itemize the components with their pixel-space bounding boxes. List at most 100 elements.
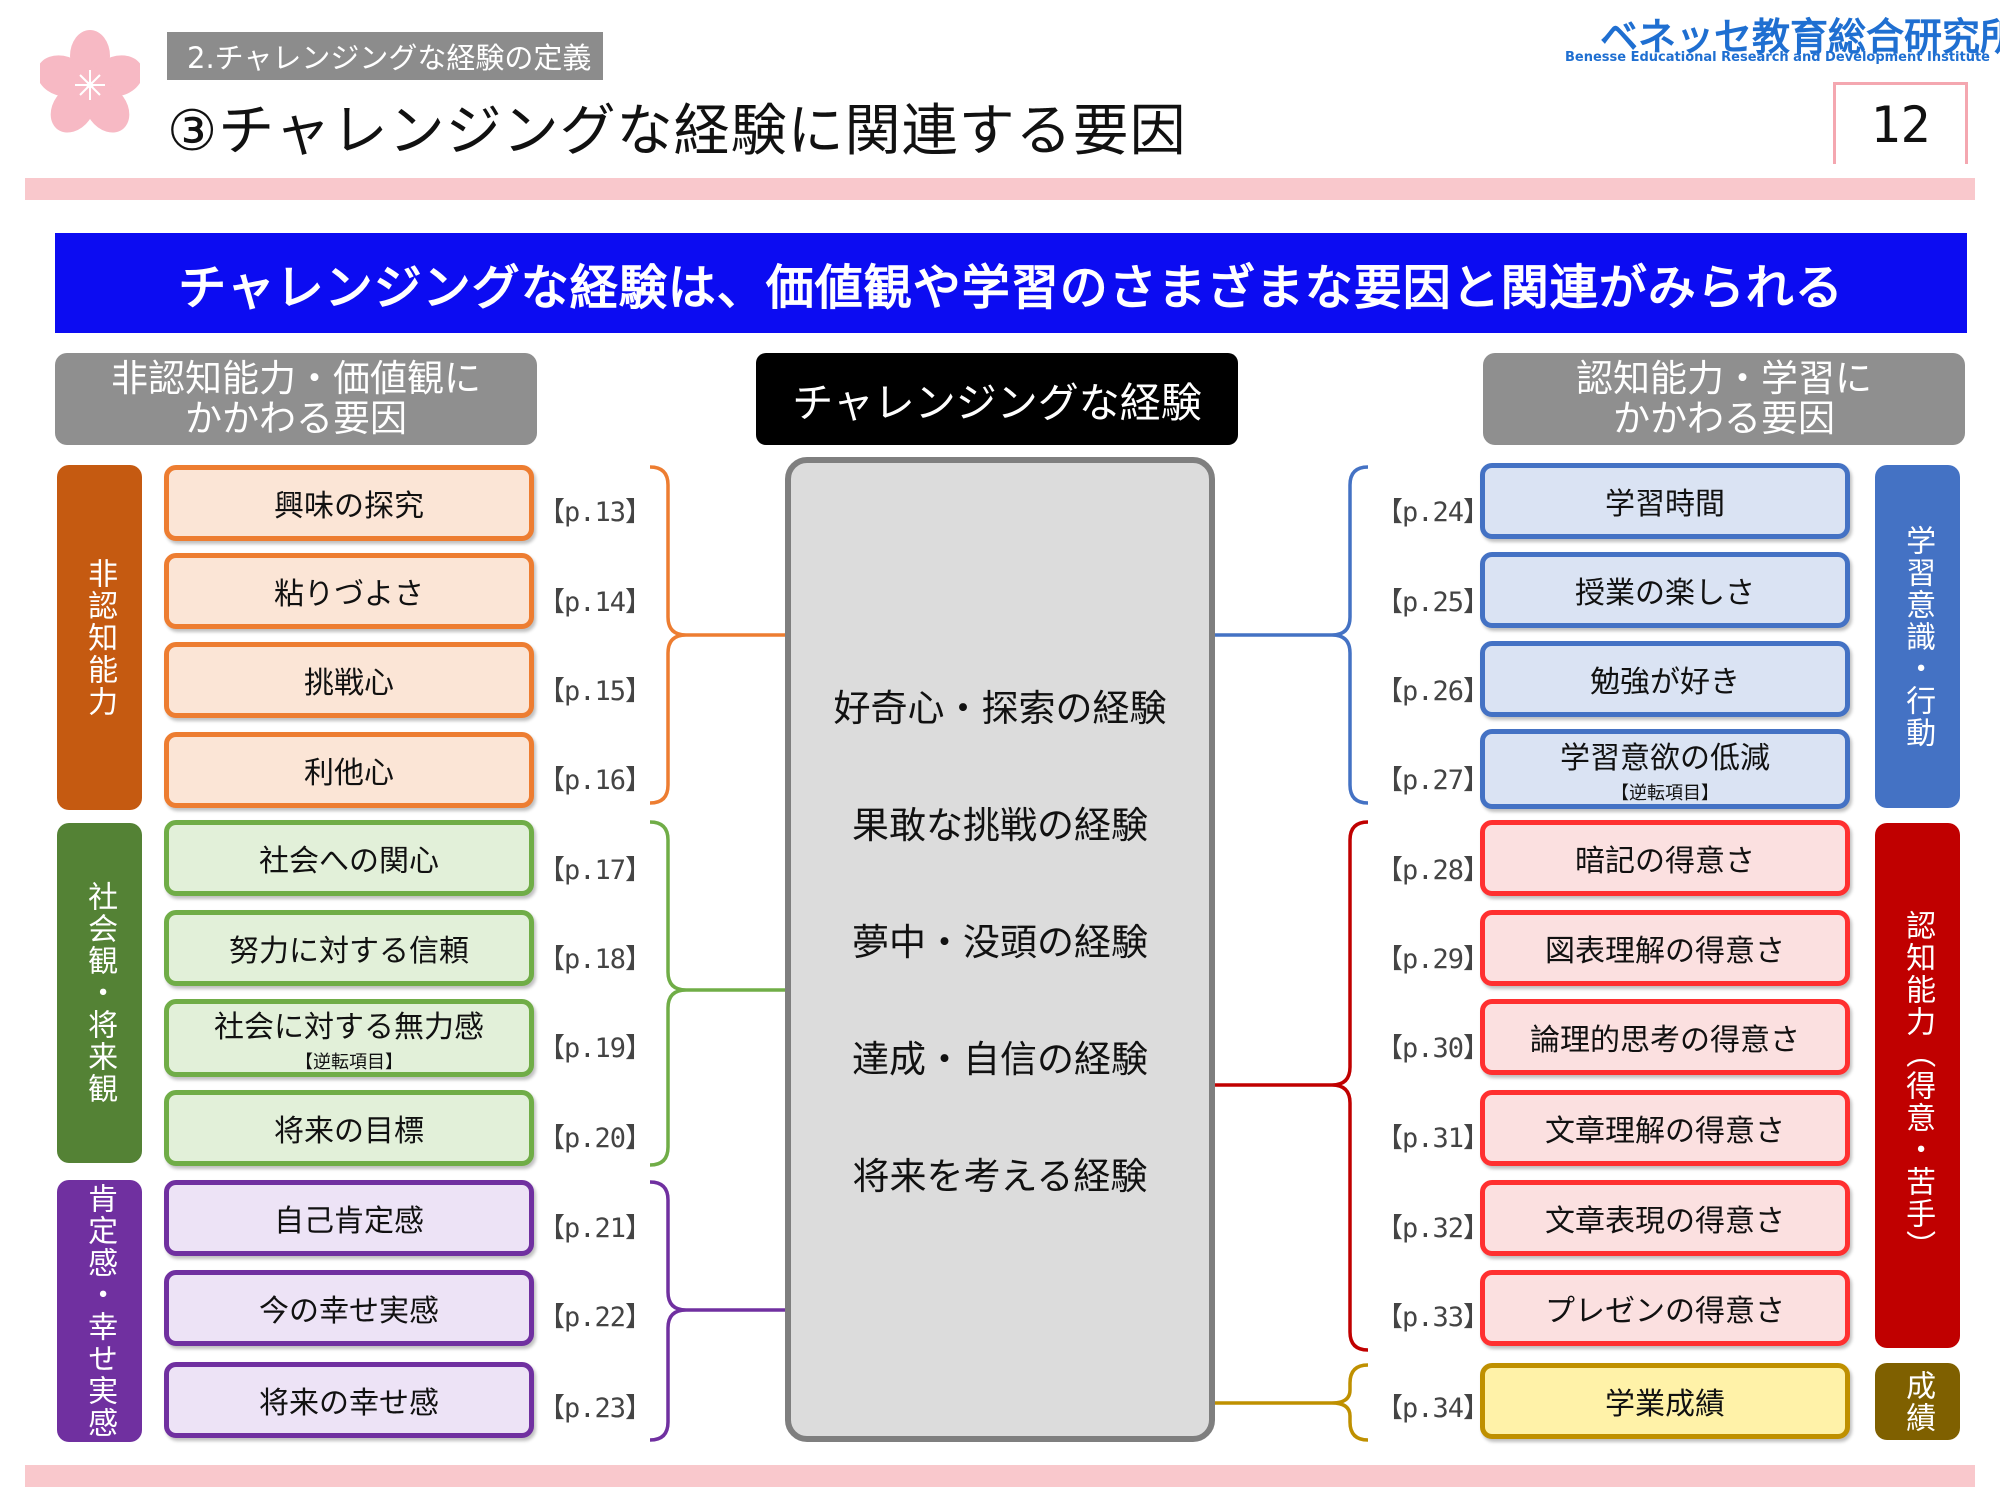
factor-label: 社会に対する無力感	[214, 1010, 484, 1045]
factor-label: 努力に対する信頼	[229, 934, 469, 969]
page-ref: 【p.31】	[1376, 1123, 1490, 1154]
factor-label: プレゼンの得意さ	[1545, 1294, 1785, 1329]
page-title: ③チャレンジングな経験に関連する要因	[167, 99, 1187, 164]
factor-social-interest: 社会への関心	[164, 820, 534, 896]
page-number: 12	[1833, 82, 1968, 164]
factor-label: 勉強が好き	[1590, 665, 1740, 700]
factor-label: 図表理解の得意さ	[1545, 934, 1785, 969]
factor-grades: 学業成績	[1480, 1363, 1850, 1439]
sakura-icon	[40, 30, 140, 133]
right-category-learning: 学習意識・行動	[1875, 465, 1960, 808]
factor-present-happiness: 今の幸せ実感	[164, 1270, 534, 1346]
experience-item: 果敢な挑戦の経験	[852, 804, 1148, 847]
page-ref: 【p.15】	[538, 676, 652, 707]
left-bracket-purple	[649, 1180, 785, 1442]
page-ref: 【p.16】	[538, 765, 652, 796]
experience-item: 達成・自信の経験	[852, 1038, 1148, 1081]
factor-label: 粘りづよさ	[274, 577, 424, 612]
logo-text: ベネッセ教育総合研究所	[1600, 15, 2000, 59]
factor-interest: 興味の探究	[164, 465, 534, 541]
factor-label: 将来の幸せ感	[259, 1386, 439, 1421]
factor-label: 自己肯定感	[274, 1204, 424, 1239]
page-ref: 【p.18】	[538, 944, 652, 975]
page-ref: 【p.28】	[1376, 855, 1490, 886]
factor-memorization: 暗記の得意さ	[1480, 820, 1850, 896]
category-label: 学習意識・行動	[1900, 524, 1936, 749]
factor-label: 将来の目標	[274, 1114, 424, 1149]
experience-item: 将来を考える経験	[852, 1155, 1148, 1198]
page-ref: 【p.33】	[1376, 1302, 1490, 1333]
category-label: 社会観・将来観	[82, 881, 118, 1105]
page-ref: 【p.22】	[538, 1302, 652, 1333]
factor-label: 挑戦心	[304, 666, 394, 701]
page-ref: 【p.25】	[1376, 587, 1490, 618]
page-ref: 【p.34】	[1376, 1393, 1490, 1424]
left-category-noncognitive: 非認知能力	[57, 465, 142, 810]
page-ref: 【p.20】	[538, 1123, 652, 1154]
factor-label: 今の幸せ実感	[259, 1294, 439, 1329]
factor-like-study: 勉強が好き	[1480, 641, 1850, 717]
factor-future-happiness: 将来の幸せ感	[164, 1362, 534, 1438]
factor-persistence: 粘りづよさ	[164, 553, 534, 629]
factor-presentation: プレゼンの得意さ	[1480, 1270, 1850, 1346]
category-label: 成績	[1900, 1369, 1936, 1434]
right-bracket-red	[1215, 820, 1369, 1352]
page-ref: 【p.32】	[1376, 1213, 1490, 1244]
left-category-wellbeing: 肯定感・幸せ実感	[57, 1180, 142, 1442]
page-ref: 【p.21】	[538, 1213, 652, 1244]
right-bracket-blue	[1215, 465, 1369, 805]
page-ref: 【p.27】	[1376, 765, 1490, 796]
factor-reading-comprehension: 文章理解の得意さ	[1480, 1090, 1850, 1166]
page-ref: 【p.30】	[1376, 1033, 1490, 1064]
factor-altruism: 利他心	[164, 732, 534, 808]
factor-class-enjoyment: 授業の楽しさ	[1480, 552, 1850, 628]
factor-chart-reading: 図表理解の得意さ	[1480, 910, 1850, 986]
right-category-cognitive: 認知能力（得意・苦手）	[1875, 823, 1960, 1348]
factor-label: 興味の探究	[274, 489, 424, 524]
page-ref: 【p.19】	[538, 1033, 652, 1064]
category-label: 非認知能力	[82, 557, 118, 718]
factor-helplessness: 社会に対する無力感【逆転項目】	[164, 999, 534, 1077]
page-ref: 【p.17】	[538, 855, 652, 886]
right-column-header: 認知能力・学習に かかわる要因	[1483, 353, 1965, 445]
experience-item: 好奇心・探索の経験	[833, 687, 1167, 730]
left-category-social: 社会観・将来観	[57, 823, 142, 1163]
factor-label: 暗記の得意さ	[1575, 844, 1755, 879]
factor-self-esteem: 自己肯定感	[164, 1180, 534, 1256]
logo-subtext: Benesse Educational Research and Develop…	[1564, 50, 1990, 65]
page-ref: 【p.23】	[538, 1393, 652, 1424]
reverse-item-note: 【逆転項目】	[295, 1052, 403, 1073]
page-ref: 【p.14】	[538, 587, 652, 618]
page-ref: 【p.13】	[538, 497, 652, 528]
category-label: 認知能力（得意・苦手）	[1900, 909, 1936, 1262]
left-column-header: 非認知能力・価値観に かかわる要因	[55, 353, 537, 445]
header-divider	[25, 178, 1975, 200]
factor-logical-thinking: 論理的思考の得意さ	[1480, 999, 1850, 1075]
footer-divider	[25, 1465, 1975, 1487]
factor-motivation-decline: 学習意欲の低減【逆転項目】	[1480, 729, 1850, 809]
factor-label: 文章表現の得意さ	[1545, 1204, 1785, 1239]
factor-label: 論理的思考の得意さ	[1530, 1023, 1800, 1058]
factor-future-goal: 将来の目標	[164, 1090, 534, 1166]
factor-label: 文章理解の得意さ	[1545, 1114, 1785, 1149]
factor-trust-effort: 努力に対する信頼	[164, 910, 534, 986]
factor-challenge: 挑戦心	[164, 642, 534, 718]
left-bracket-orange	[649, 465, 785, 805]
factor-label: 社会への関心	[259, 844, 439, 879]
right-bracket-gold	[1215, 1363, 1369, 1442]
section-tag: 2.チャレンジングな経験の定義	[167, 32, 603, 80]
category-label: 肯定感・幸せ実感	[82, 1183, 118, 1439]
left-bracket-green	[649, 820, 785, 1167]
factor-writing: 文章表現の得意さ	[1480, 1180, 1850, 1256]
right-category-grades: 成績	[1875, 1363, 1960, 1440]
experience-box: 好奇心・探索の経験 果敢な挑戦の経験 夢中・没頭の経験 達成・自信の経験 将来を…	[785, 457, 1215, 1442]
factor-label: 学習意欲の低減	[1560, 741, 1770, 776]
factor-study-time: 学習時間	[1480, 463, 1850, 539]
page-ref: 【p.29】	[1376, 944, 1490, 975]
page-ref: 【p.24】	[1376, 497, 1490, 528]
experience-item: 夢中・没頭の経験	[852, 921, 1148, 964]
factor-label: 利他心	[304, 756, 394, 791]
page-ref: 【p.26】	[1376, 676, 1490, 707]
center-column-header: チャレンジングな経験	[756, 353, 1238, 445]
